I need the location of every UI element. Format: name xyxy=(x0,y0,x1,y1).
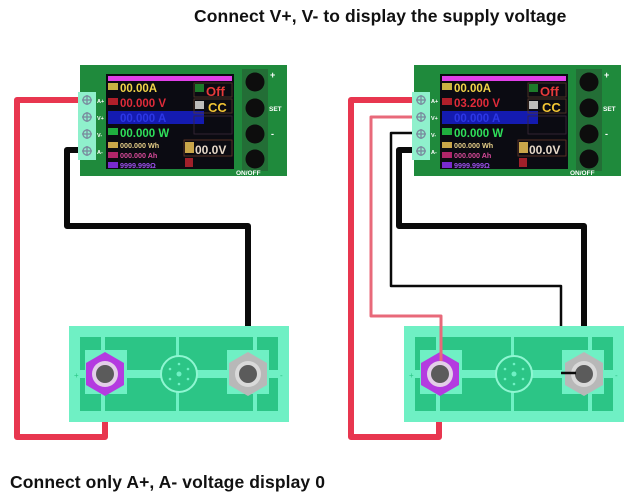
button-column xyxy=(242,69,268,171)
plus-mark: + xyxy=(74,371,79,380)
button-label-plus: + xyxy=(604,70,609,80)
battery-positive-terminal xyxy=(421,352,459,396)
lcd-voltage: 03.200 V xyxy=(454,98,500,110)
minus-mark: - xyxy=(615,371,618,380)
button-label-plus: + xyxy=(270,70,275,80)
lcd-set-current: 00.00A xyxy=(120,83,157,95)
terminal-label-v-minus: V- xyxy=(431,133,436,139)
lcd-energy: 000.000 Wh xyxy=(120,141,159,150)
terminal-block xyxy=(412,92,430,160)
lcd-resistance: 9999.999Ω xyxy=(454,161,490,170)
lcd-state: Off xyxy=(206,84,225,99)
battery-negative-terminal xyxy=(229,352,267,396)
left-setup: + - A+ V+ V- xyxy=(14,65,289,440)
load-module-right: A+ V+ V- A- 00.00A 03.200 V 00.000 A 00.… xyxy=(412,65,621,177)
caption-supply-voltage: Connect V+, V- to display the supply vol… xyxy=(194,6,567,26)
button-label-on-off: ON/OFF xyxy=(570,170,595,177)
set-button[interactable] xyxy=(579,98,599,118)
on-off-button[interactable] xyxy=(245,149,265,169)
lcd-state: Off xyxy=(540,84,559,99)
lcd-current: 00.000 A xyxy=(454,113,500,125)
terminal-label-a-minus: A- xyxy=(431,150,437,156)
lcd-energy: 000.000 Wh xyxy=(454,141,493,150)
battery-negative-terminal xyxy=(565,352,603,396)
lcd-current: 00.000 A xyxy=(120,113,166,125)
load-module-left: A+ V+ V- A- 00.00A 00.000 V 00.000 A 00.… xyxy=(78,65,287,177)
on-off-button[interactable] xyxy=(579,149,599,169)
lcd-resistance: 9999.999Ω xyxy=(120,161,156,170)
plus-button[interactable] xyxy=(579,72,599,92)
lcd-mode: CC xyxy=(208,100,227,115)
terminal-label-v-plus: V+ xyxy=(431,116,438,122)
caption-voltage-zero: Connect only A+, A- voltage display 0 xyxy=(10,472,326,492)
plus-button[interactable] xyxy=(245,72,265,92)
terminal-label-v-plus: V+ xyxy=(97,116,104,122)
wire-black-a-minus xyxy=(396,147,587,360)
wire-black-a-minus xyxy=(64,147,251,360)
button-label-set: SET xyxy=(269,106,282,113)
minus-mark: - xyxy=(280,371,283,380)
button-label-on-off: ON/OFF xyxy=(236,170,261,177)
minus-button[interactable] xyxy=(579,124,599,144)
lcd-set-current: 00.00A xyxy=(454,83,491,95)
lcd-power: 00.000 W xyxy=(120,128,169,140)
lcd-voltage: 00.000 V xyxy=(120,98,166,110)
button-column xyxy=(576,69,602,171)
terminal-block xyxy=(78,92,96,160)
terminal-label-a-plus: A+ xyxy=(431,99,438,105)
right-setup: + - A+ V+ V- xyxy=(348,65,624,440)
set-button[interactable] xyxy=(245,98,265,118)
lcd-capacity: 000.000 Ah xyxy=(454,151,491,160)
minus-button[interactable] xyxy=(245,124,265,144)
lcd-power: 00.000 W xyxy=(454,128,503,140)
lcd-status-bar xyxy=(442,76,566,81)
button-label-minus: - xyxy=(605,129,608,139)
lcd-capacity: 000.000 Ah xyxy=(120,151,157,160)
lcd-status-bar xyxy=(108,76,232,81)
button-label-set: SET xyxy=(603,106,616,113)
terminal-label-a-minus: A- xyxy=(97,150,103,156)
battery-positive-terminal xyxy=(86,352,124,396)
plus-mark: + xyxy=(409,371,414,380)
lcd-mode: CC xyxy=(542,100,561,115)
lcd-cutoff-voltage: 00.0V xyxy=(529,143,560,157)
terminal-label-a-plus: A+ xyxy=(97,99,104,105)
terminal-label-v-minus: V- xyxy=(97,133,102,139)
button-label-minus: - xyxy=(271,129,274,139)
lcd-cutoff-voltage: 00.0V xyxy=(195,143,226,157)
